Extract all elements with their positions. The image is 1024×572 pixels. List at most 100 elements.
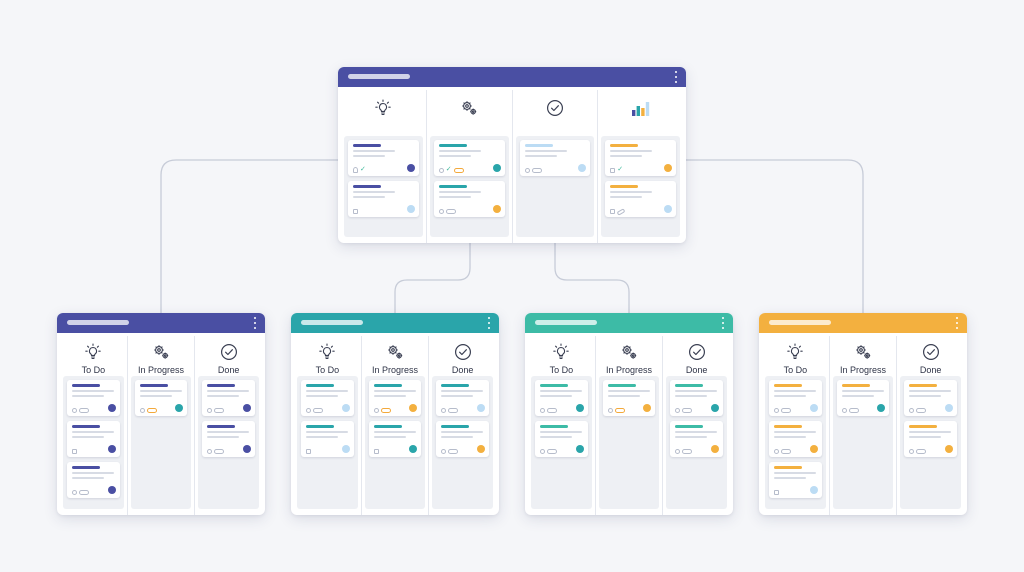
avatar[interactable] [664, 205, 672, 213]
avatar[interactable] [406, 164, 415, 172]
task-card[interactable] [904, 421, 958, 457]
avatar[interactable] [809, 404, 818, 412]
avatar[interactable] [409, 404, 418, 412]
card-text-line [610, 191, 653, 193]
card-text-line [207, 431, 250, 433]
card-title-bar [441, 384, 470, 387]
task-card[interactable] [368, 421, 422, 457]
avatar[interactable] [243, 404, 252, 412]
task-card[interactable] [134, 380, 188, 416]
avatar[interactable] [711, 445, 720, 453]
card-title-bar [72, 425, 100, 428]
more-options-icon[interactable] [674, 71, 678, 83]
card-text-line [72, 431, 114, 433]
card-title-bar [540, 425, 568, 428]
task-card[interactable] [301, 380, 354, 416]
avatar[interactable] [945, 404, 954, 412]
task-card[interactable] [904, 380, 958, 416]
task-card[interactable] [769, 380, 822, 416]
card-text-line [524, 150, 567, 152]
board-title-placeholder [769, 320, 831, 325]
avatar[interactable] [575, 445, 584, 453]
avatar[interactable] [107, 486, 116, 494]
card-text-line [373, 390, 416, 392]
task-card[interactable] [202, 421, 256, 457]
task-card[interactable] [67, 462, 120, 498]
card-text-line [675, 436, 708, 438]
avatar[interactable] [643, 404, 652, 412]
task-card[interactable] [535, 421, 588, 457]
task-card[interactable] [602, 380, 656, 416]
more-options-icon[interactable] [721, 317, 725, 329]
task-card[interactable] [202, 380, 256, 416]
card-badges [353, 209, 358, 214]
task-card[interactable] [670, 421, 724, 457]
task-card[interactable] [368, 380, 422, 416]
calendar-icon [353, 209, 358, 214]
task-card[interactable]: ✓ [605, 140, 676, 176]
avatar[interactable] [492, 205, 501, 213]
task-card[interactable] [670, 380, 724, 416]
check-circle-icon [453, 342, 473, 362]
card-text-line [607, 390, 650, 392]
task-card[interactable] [436, 421, 490, 457]
avatar[interactable] [809, 445, 818, 453]
task-card[interactable] [436, 380, 490, 416]
column-header: To Do [297, 336, 358, 376]
card-badges [774, 408, 791, 413]
task-card[interactable] [433, 181, 505, 217]
card-badges: ✓ [610, 166, 623, 173]
board-column: In Progress [362, 336, 430, 515]
avatar[interactable] [477, 445, 486, 453]
task-card[interactable] [769, 462, 822, 498]
avatar[interactable] [107, 445, 116, 453]
task-card[interactable]: ✓ [348, 140, 419, 176]
avatar[interactable] [711, 404, 720, 412]
lightbulb-icon [785, 342, 805, 362]
card-title-bar [207, 425, 236, 428]
avatar[interactable] [406, 205, 415, 213]
card-title-bar [139, 384, 168, 387]
checkmark-icon: ✓ [360, 166, 366, 173]
task-card[interactable] [519, 140, 591, 176]
board-header [338, 67, 686, 87]
avatar[interactable] [492, 164, 501, 172]
column-lane: ✓ [429, 136, 509, 237]
task-card[interactable] [836, 380, 890, 416]
task-card[interactable] [67, 421, 120, 457]
more-options-icon[interactable] [487, 317, 491, 329]
task-card[interactable] [301, 421, 354, 457]
card-text-line [207, 436, 240, 438]
task-card[interactable] [67, 380, 120, 416]
avatar[interactable] [877, 404, 886, 412]
task-card[interactable] [605, 181, 676, 217]
avatar[interactable] [175, 404, 184, 412]
avatar[interactable] [341, 404, 350, 412]
more-options-icon[interactable] [955, 317, 959, 329]
gears-icon [853, 342, 873, 362]
avatar[interactable] [341, 445, 350, 453]
card-text-line [373, 431, 416, 433]
avatar[interactable] [409, 445, 418, 453]
more-options-icon[interactable] [253, 317, 257, 329]
avatar[interactable] [578, 164, 587, 172]
task-card[interactable] [769, 421, 822, 457]
avatar[interactable] [809, 486, 818, 494]
card-text-line [774, 472, 816, 474]
card-title-bar [909, 425, 938, 428]
avatar[interactable] [243, 445, 252, 453]
avatar[interactable] [107, 404, 116, 412]
avatar[interactable] [664, 164, 672, 172]
task-card[interactable] [348, 181, 419, 217]
board-column: To Do [60, 336, 128, 515]
task-card[interactable]: ✓ [433, 140, 505, 176]
board-header [291, 313, 499, 333]
avatar[interactable] [945, 445, 954, 453]
card-badges [774, 449, 791, 454]
avatar[interactable] [477, 404, 486, 412]
board-column: Done [195, 336, 262, 515]
task-card[interactable] [535, 380, 588, 416]
avatar[interactable] [575, 404, 584, 412]
